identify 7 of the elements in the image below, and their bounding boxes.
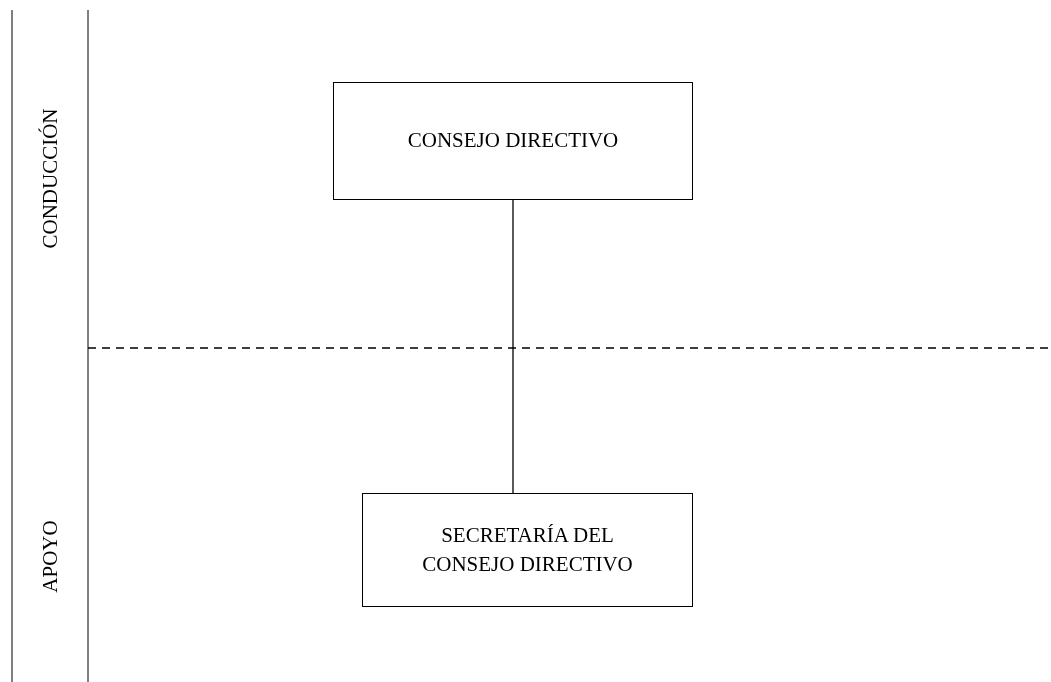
section-label: APOYO [37,519,63,593]
box-label: CONSEJO DIRECTIVO [407,127,619,155]
box-label: SECRETARÍA DEL CONSEJO DIRECTIVO [421,521,634,578]
section-label: CONDUCCIÓN [37,108,63,248]
org-box [362,493,693,607]
connector-line [512,199,514,494]
org-box [333,82,693,200]
